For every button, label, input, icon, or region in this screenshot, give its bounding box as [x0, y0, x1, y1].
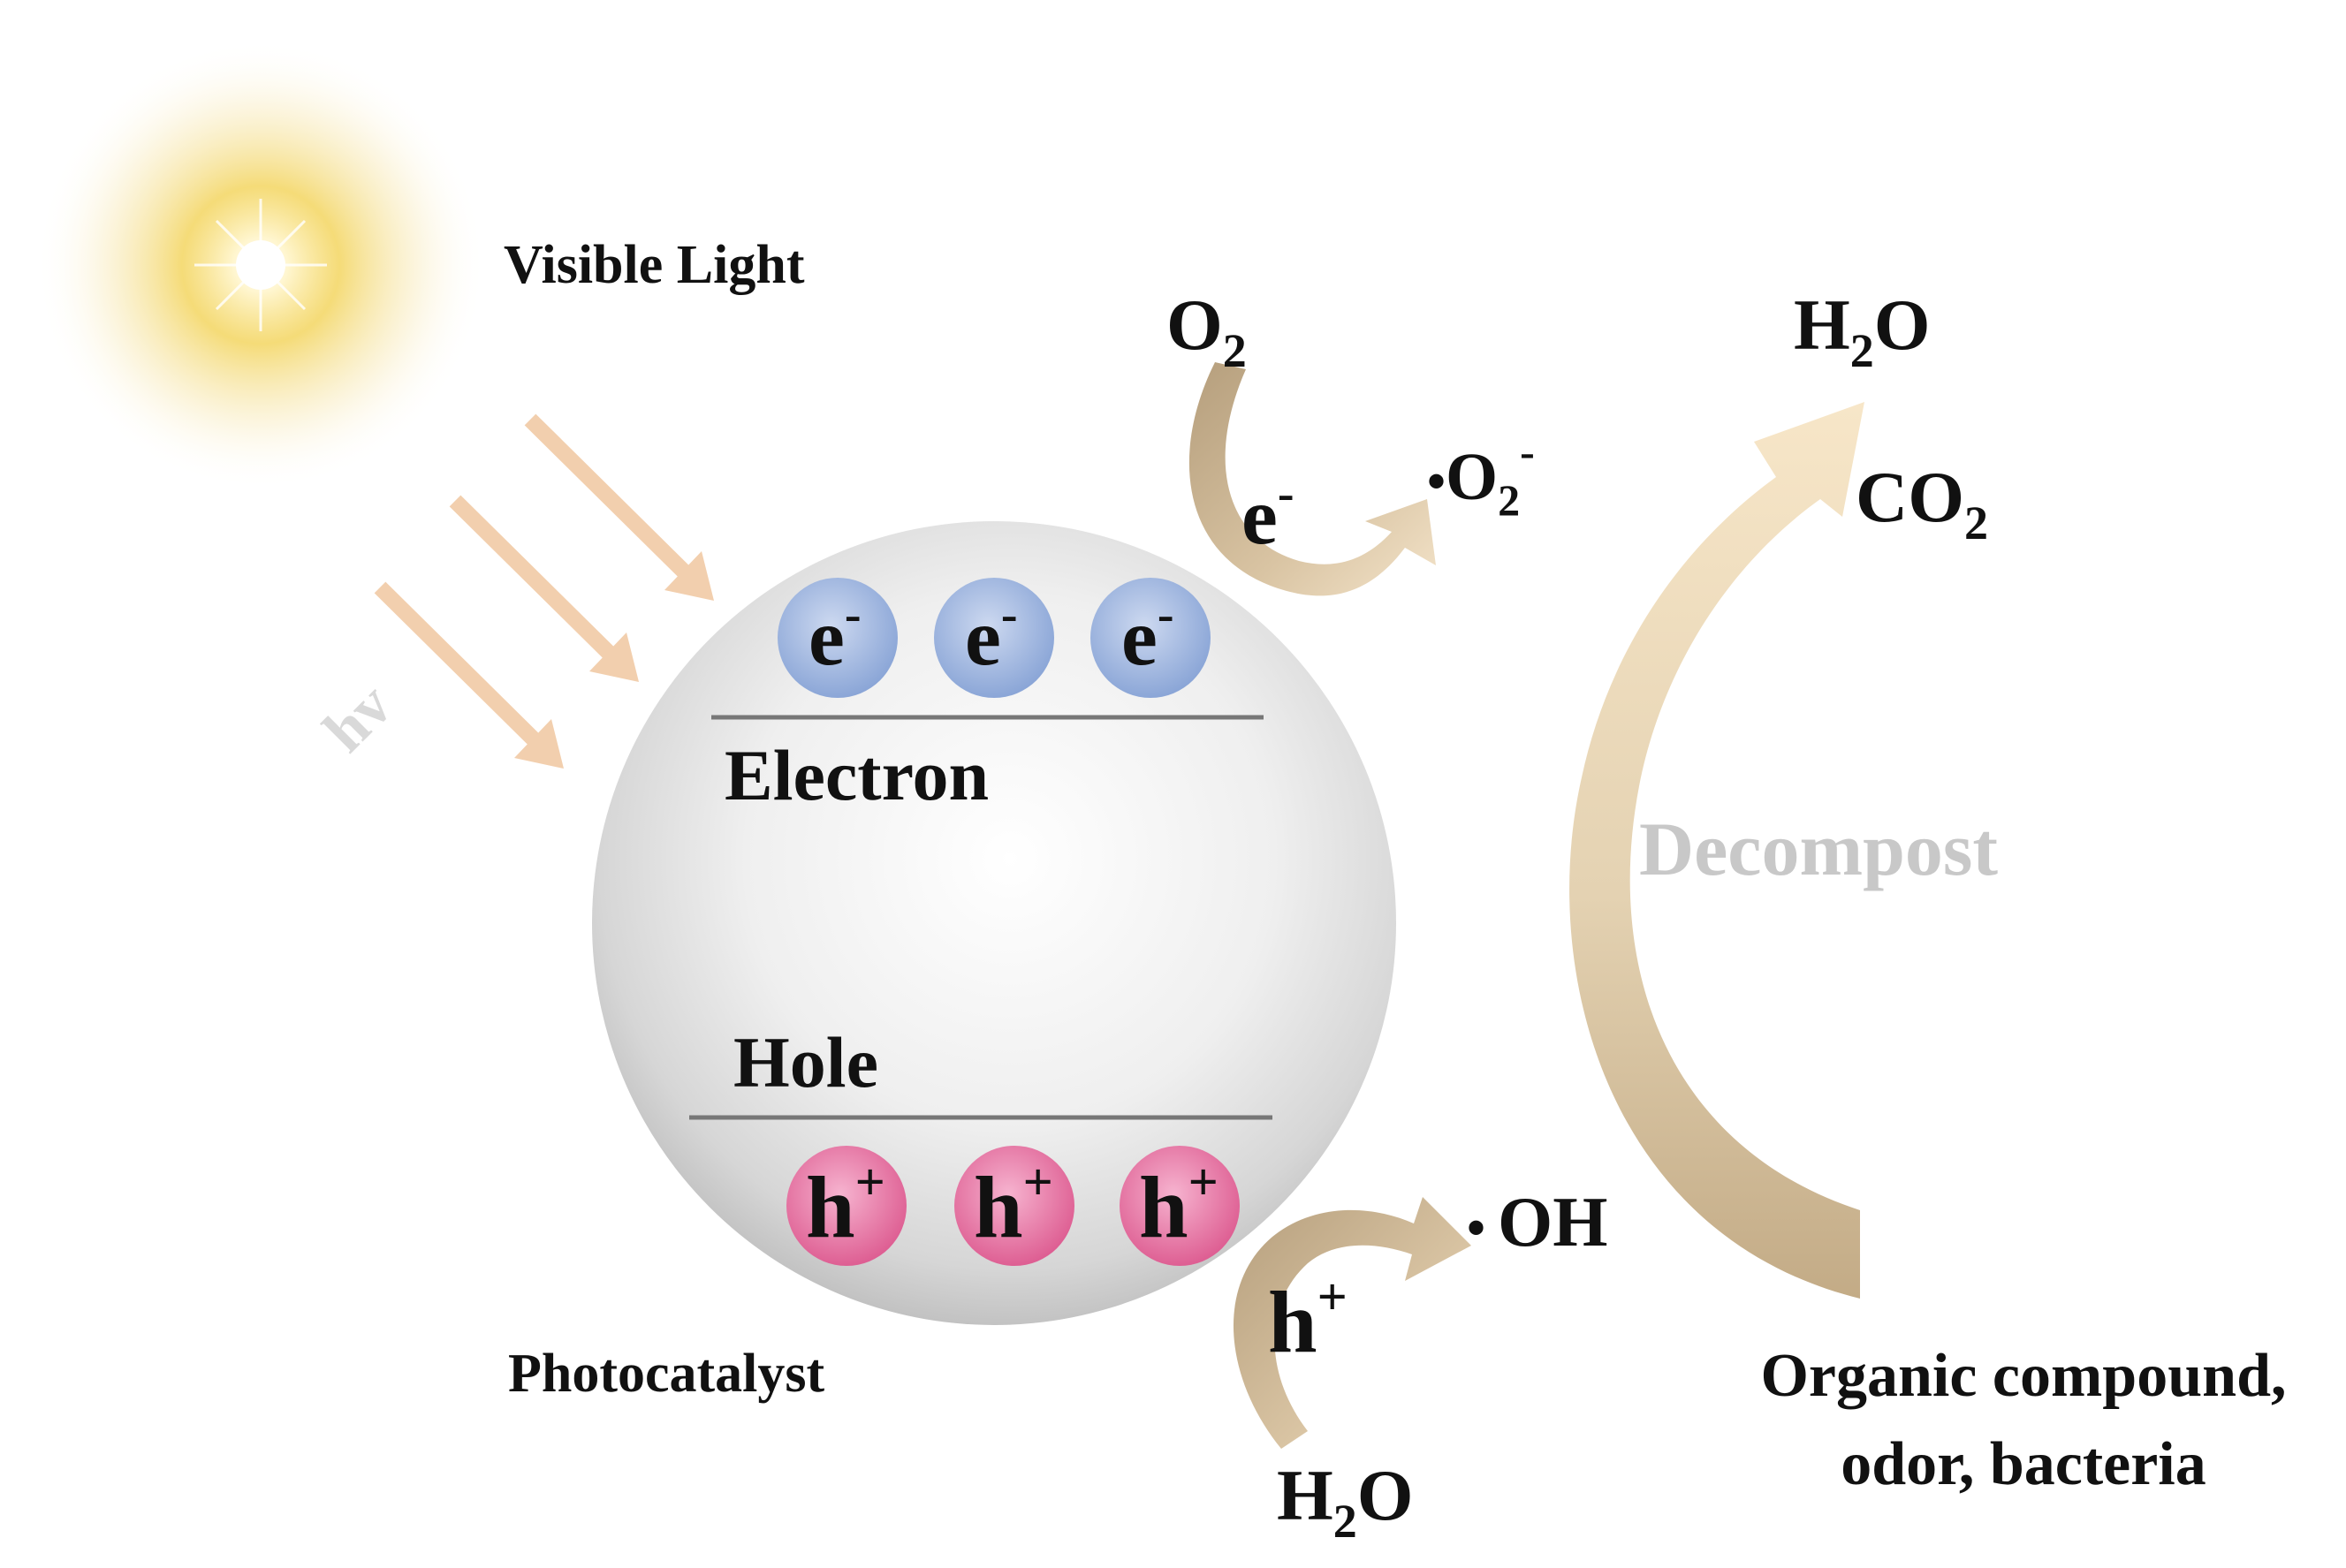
hole-transfer-label: h+ — [1268, 1268, 1348, 1371]
organic-compound-label: Organic compound, — [1760, 1342, 2286, 1410]
h2o-top-label: H2O — [1794, 284, 1931, 377]
photocatalyst-sphere: Electron Hole — [592, 521, 1396, 1325]
light-ray-arrow — [449, 495, 639, 682]
electron-particle: e- — [1090, 578, 1211, 698]
visible-light-label: Visible Light — [504, 235, 805, 295]
o2-reduction-arrow — [1188, 362, 1436, 596]
photocatalyst-label: Photocatalyst — [508, 1344, 825, 1404]
svg-text:h+: h+ — [974, 1153, 1053, 1256]
o2-label: O2 — [1166, 284, 1247, 377]
co2-label: CO2 — [1856, 457, 1988, 549]
electron-particle: e- — [934, 578, 1054, 698]
electron-transfer-label: e- — [1241, 466, 1294, 561]
hole-particle: h+ — [786, 1146, 907, 1266]
svg-text:e-: e- — [1121, 587, 1174, 682]
organic-compound-label-line2: odor, bacteria — [1841, 1430, 2206, 1498]
electron-label: Electron — [725, 735, 989, 815]
superoxide-label: •O2- — [1427, 427, 1535, 525]
h2o-bottom-label: H2O — [1277, 1455, 1414, 1548]
decompose-arrow — [1569, 402, 1864, 1299]
svg-text:e-: e- — [809, 587, 862, 682]
h2o-oxidation-arrow — [1233, 1197, 1471, 1449]
electron-particle: e- — [778, 578, 898, 698]
hv-label: hv — [311, 671, 406, 766]
light-ray-arrow — [524, 413, 714, 601]
hole-particle: h+ — [954, 1146, 1074, 1266]
hole-particle: h+ — [1120, 1146, 1240, 1266]
svg-text:h+: h+ — [806, 1153, 885, 1256]
hole-label: Hole — [733, 1022, 878, 1102]
svg-text:e-: e- — [965, 587, 1018, 682]
decompost-label: Decompost — [1639, 807, 1998, 891]
svg-text:h+: h+ — [1139, 1153, 1219, 1256]
sun-icon — [35, 40, 486, 490]
light-ray-arrows — [374, 413, 714, 769]
hydroxyl-label: •OH — [1467, 1184, 1607, 1261]
light-ray-arrow — [374, 581, 564, 769]
